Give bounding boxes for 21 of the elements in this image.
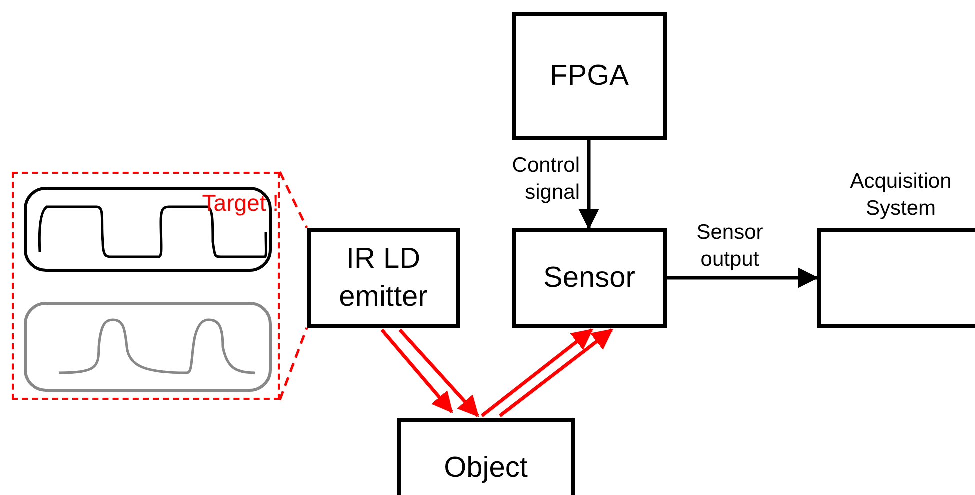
arrow: [498, 328, 614, 418]
box-label: IR LD emitter: [338, 242, 429, 315]
box-label: Object: [443, 451, 529, 486]
arrow: [667, 268, 819, 288]
process-box: [397, 418, 575, 495]
connector-line: [278, 328, 308, 400]
connector-line: [278, 171, 308, 229]
arrow: [380, 328, 454, 414]
waveform-panel: [24, 302, 272, 392]
box-label: Sensor: [542, 261, 636, 296]
process-box: [512, 228, 667, 328]
target-label: Target !: [202, 190, 279, 216]
zoom-inset-frame: [12, 172, 280, 400]
arrow: [398, 328, 480, 418]
edge-label: Control signal: [511, 153, 580, 206]
arrow: [578, 140, 600, 230]
box-label: FPGA: [549, 59, 630, 94]
process-box: [512, 12, 667, 140]
process-box: [307, 228, 460, 328]
arrow: [480, 328, 594, 418]
box-caption: Acquisition System: [849, 169, 953, 222]
